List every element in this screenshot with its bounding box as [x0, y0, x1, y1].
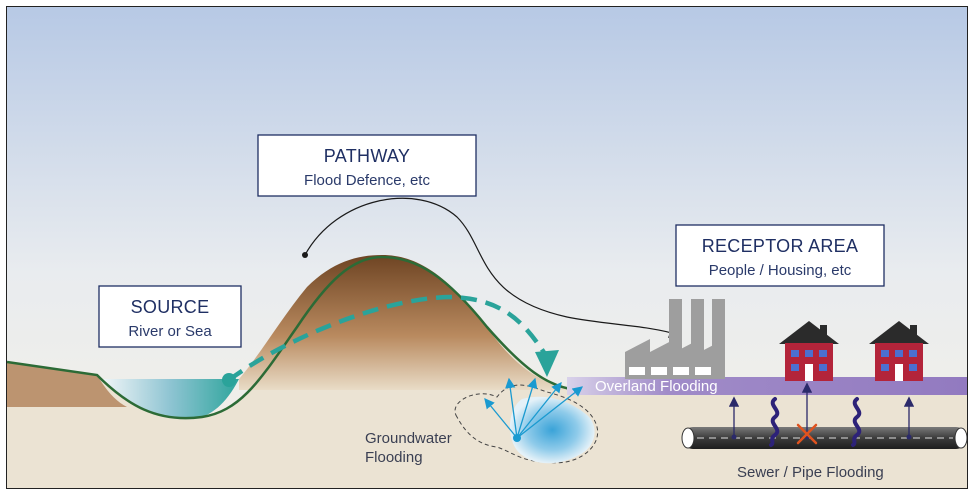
groundwater-label-line2: Flooding — [365, 449, 423, 466]
pathway-title: PATHWAY — [324, 146, 410, 166]
source-title: SOURCE — [131, 297, 210, 317]
house-icon — [869, 321, 929, 381]
source-point — [222, 373, 236, 387]
groundwater-arrows — [484, 377, 584, 439]
pathway-subtitle: Flood Defence, etc — [304, 172, 430, 189]
blocked-x-icon — [796, 423, 818, 445]
groundwater-origin — [513, 434, 521, 442]
pathway-box: PATHWAY Flood Defence, etc — [257, 134, 477, 197]
receptor-box: RECEPTOR AREA People / Housing, etc — [675, 224, 885, 287]
sewer-flooding-label: Sewer / Pipe Flooding — [737, 464, 884, 481]
terrain-outline — [7, 255, 578, 420]
receptor-subtitle: People / Housing, etc — [709, 262, 852, 279]
river-water — [102, 379, 239, 420]
hill — [239, 255, 577, 390]
teal-arrowhead — [535, 350, 559, 377]
source-to-receptor-dashed-arrow — [227, 294, 549, 382]
overland-flood-band — [567, 377, 967, 395]
squiggle-connections — [769, 397, 862, 447]
left-bank — [7, 362, 127, 407]
source-subtitle: River or Sea — [128, 323, 212, 340]
diagram-frame: Overland Flooding Groundwater Flooding — [6, 6, 968, 489]
groundwater-label-line1: Groundwater — [365, 430, 452, 447]
flood-pathway-diagram: Overland Flooding Groundwater Flooding — [7, 7, 967, 488]
factory-icon — [625, 299, 725, 379]
overland-flooding-label: Overland Flooding — [595, 378, 718, 395]
pathway-arrow — [304, 197, 682, 338]
groundwater-blob — [509, 396, 595, 464]
house-icon — [779, 321, 839, 381]
receptor-title: RECEPTOR AREA — [702, 236, 859, 256]
arrow-dots — [731, 434, 912, 440]
source-box: SOURCE River or Sea — [98, 285, 242, 348]
groundwater-dashed-region — [454, 384, 599, 464]
pathway-arrow-start — [302, 252, 308, 258]
pipe-icon — [681, 427, 967, 449]
pipe-surcharge-arrows — [728, 382, 915, 435]
